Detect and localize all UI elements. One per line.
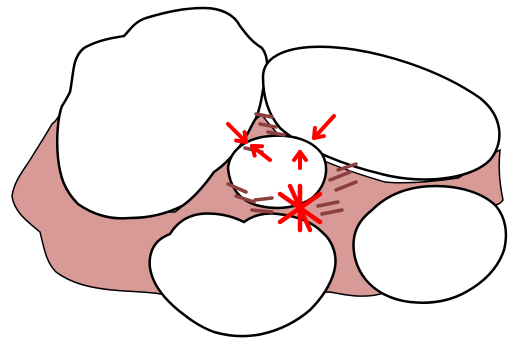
- hatch-mark: [252, 210, 272, 212]
- bottom-grain: [150, 213, 336, 336]
- arrow-head: [314, 136, 324, 138]
- hatch-mark: [255, 198, 272, 200]
- arrow-head: [245, 132, 246, 142]
- arrow-head: [252, 146, 255, 156]
